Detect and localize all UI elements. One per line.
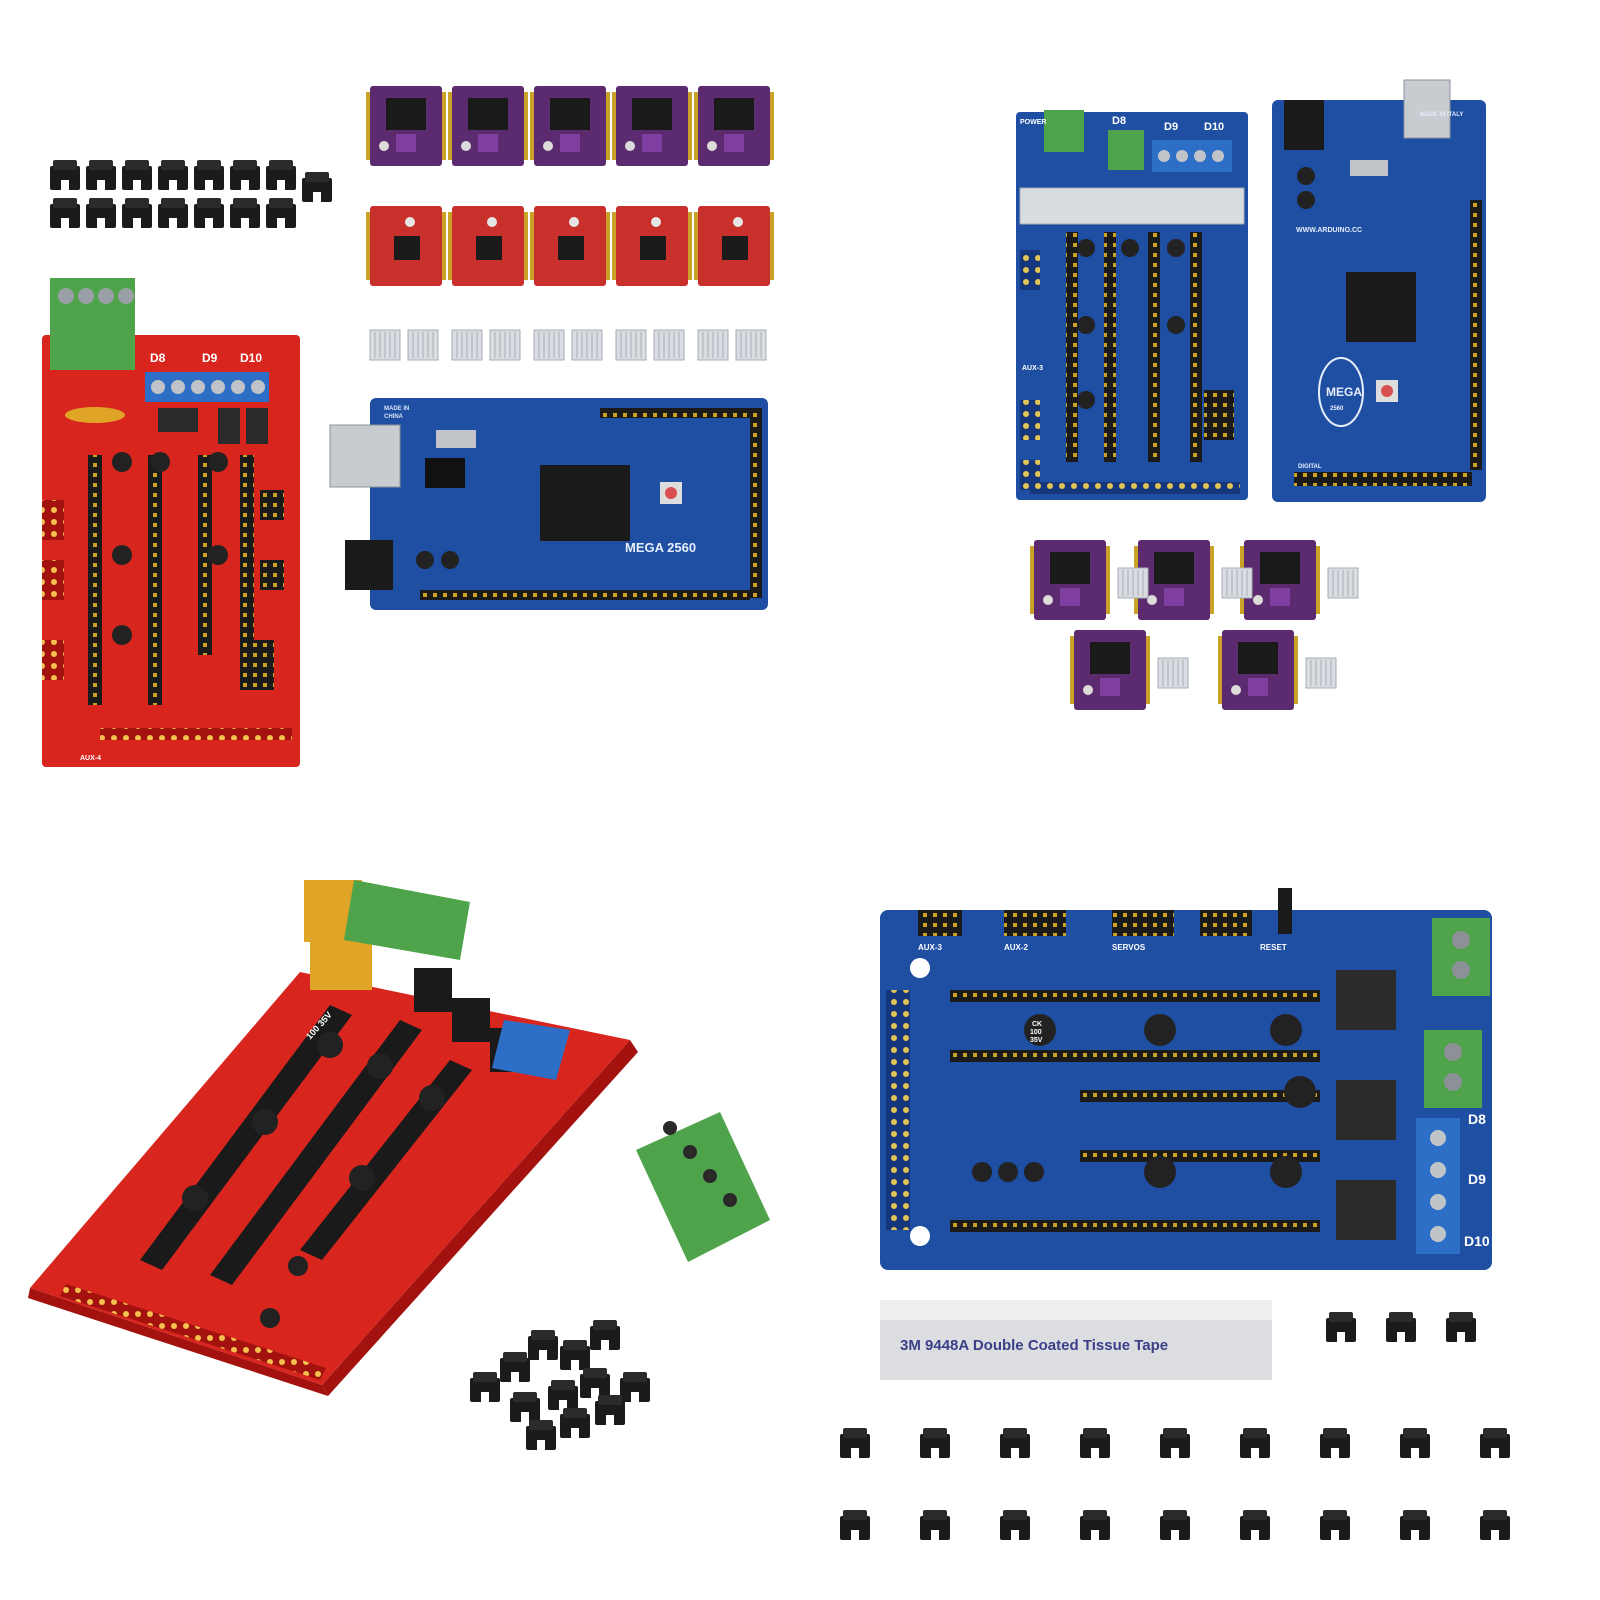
ramps-aux-label: AUX-3 — [1022, 365, 1043, 372]
board-cap-label-b: 100 — [1030, 1029, 1042, 1036]
board-servos-label: SERVOS — [1112, 943, 1146, 952]
mega-model-label: MEGA 2560 — [625, 540, 696, 555]
mega-2560-board: WWW.ARDUINO.CC MEGA 2560 DIGITAL MADE IN… — [1272, 79, 1486, 502]
mega-digital-label: DIGITAL — [1298, 464, 1322, 470]
board-cap-label-a: CK — [1032, 1021, 1042, 1028]
ramps-blue-board-v14: D8 D9 D10 AUX-3 AUX-2 SERVOS RESET CK 10… — [880, 888, 1492, 1270]
heatsink-icon — [369, 329, 767, 361]
ramps-red-board-perspective: 100 35V — [28, 880, 638, 1396]
jumper-cap-icon — [470, 1320, 650, 1450]
heatsink-icon — [1019, 187, 1245, 225]
ramps-red-board: D8 D9 D10 AUX-4 — [42, 278, 300, 767]
ramps-power-label: POWER — [1020, 119, 1046, 126]
mega-sub-label: 2560 — [1330, 406, 1344, 412]
stepper-driver-icon — [366, 86, 774, 286]
quadrant-bottom-right: D8 D9 D10 AUX-3 AUX-2 SERVOS RESET CK 10… — [840, 888, 1510, 1540]
board-aux2-label: AUX-2 — [1004, 943, 1029, 952]
ramps-d8-label: D8 — [1112, 115, 1126, 127]
board-cap-label-c: 35V — [1030, 1037, 1043, 1044]
quadrant-top-right: POWER D8 D9 D10 AUX-3 WWW.ARDUINO.CC MEG… — [1016, 79, 1486, 710]
terminal-block-icon — [636, 1112, 770, 1262]
mega-china: CHINA — [384, 414, 404, 420]
mega-made-label: MADE IN ITALY — [1420, 112, 1463, 118]
jumper-cap-icon — [50, 160, 332, 228]
board-d9-label: D9 — [1468, 1171, 1486, 1187]
mega-brand-label: WWW.ARDUINO.CC — [1296, 227, 1362, 234]
board-reset-label: RESET — [1260, 943, 1287, 952]
ramps-d9-label: D9 — [1164, 121, 1178, 133]
terminal-block-icon — [1432, 918, 1490, 996]
board-d8-label: D8 — [1468, 1111, 1486, 1127]
ramps-d8-label: D8 — [150, 351, 166, 365]
ramps-d10-label: D10 — [1204, 121, 1224, 133]
mega-model-label: MEGA — [1326, 385, 1362, 399]
terminal-block-icon — [1044, 110, 1084, 152]
thermal-tape-label: 3M 9448A Double Coated Tissue Tape — [900, 1337, 1168, 1354]
thermal-tape-icon: 3M 9448A Double Coated Tissue Tape — [880, 1300, 1272, 1380]
quadrant-top-left: MADE IN CHINA MEGA 2560 — [42, 86, 774, 767]
mega-made-in: MADE IN — [384, 406, 409, 412]
ramps-d9-label: D9 — [202, 351, 218, 365]
quadrant-bottom-left: 100 35V — [28, 880, 770, 1450]
ramps-d10-label: D10 — [240, 351, 262, 365]
ramps-blue-board: POWER D8 D9 D10 AUX-3 — [1016, 110, 1248, 500]
mega-2560-board: MADE IN CHINA MEGA 2560 — [329, 398, 768, 610]
board-d10-label: D10 — [1464, 1233, 1490, 1249]
board-aux3-label: AUX-3 — [918, 943, 943, 952]
ramps-aux-label: AUX-4 — [80, 755, 101, 762]
